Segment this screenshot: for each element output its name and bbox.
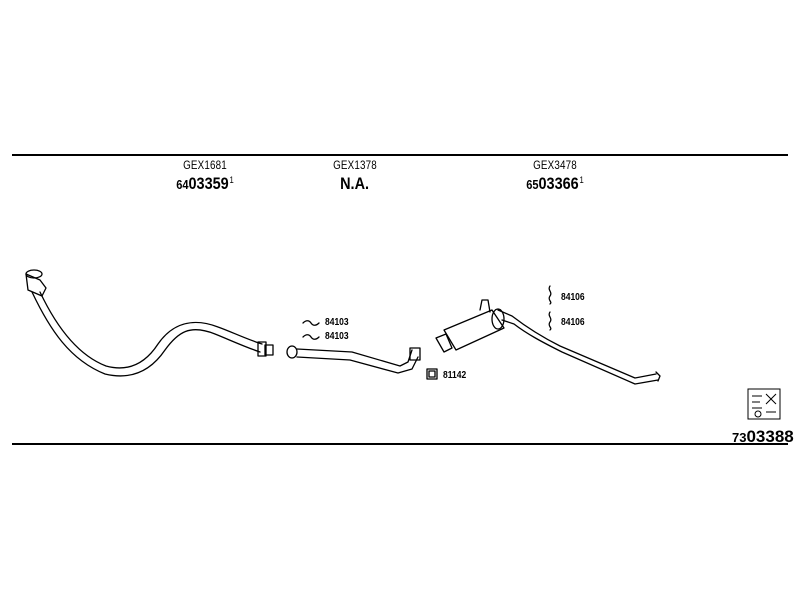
- part-code: GEX1681: [183, 158, 227, 172]
- hanger-label: 84106: [561, 292, 585, 303]
- clamp-label: 84103: [325, 331, 349, 342]
- gasket-label: 81142: [443, 370, 467, 381]
- part-code: GEX1378: [333, 158, 377, 172]
- part-rear-silencer[interactable]: GEX3478 65033661: [500, 158, 610, 194]
- part-front-pipe[interactable]: GEX1681 64033591: [150, 158, 260, 194]
- front-pipe-drawing: [25, 269, 274, 377]
- kit-box-icon: [747, 388, 781, 420]
- middle-pipe-drawing: [286, 345, 421, 374]
- gasket-symbol: [426, 368, 438, 380]
- rear-silencer-drawing: [435, 299, 661, 385]
- clamp-symbols-rear: [548, 285, 552, 331]
- hanger-label: 84106: [561, 317, 585, 328]
- part-number: N.A.: [340, 174, 370, 193]
- part-number: 64033591: [176, 174, 234, 193]
- top-divider: [12, 154, 788, 156]
- clamp-label: 84103: [325, 317, 349, 328]
- part-number: 65033661: [526, 174, 584, 193]
- part-middle-pipe[interactable]: GEX1378 N.A.: [305, 158, 405, 194]
- part-code: GEX3478: [533, 158, 577, 172]
- kit-number: 7303388: [732, 427, 794, 446]
- clamp-symbols-front: [302, 320, 320, 340]
- bottom-divider: [12, 443, 788, 445]
